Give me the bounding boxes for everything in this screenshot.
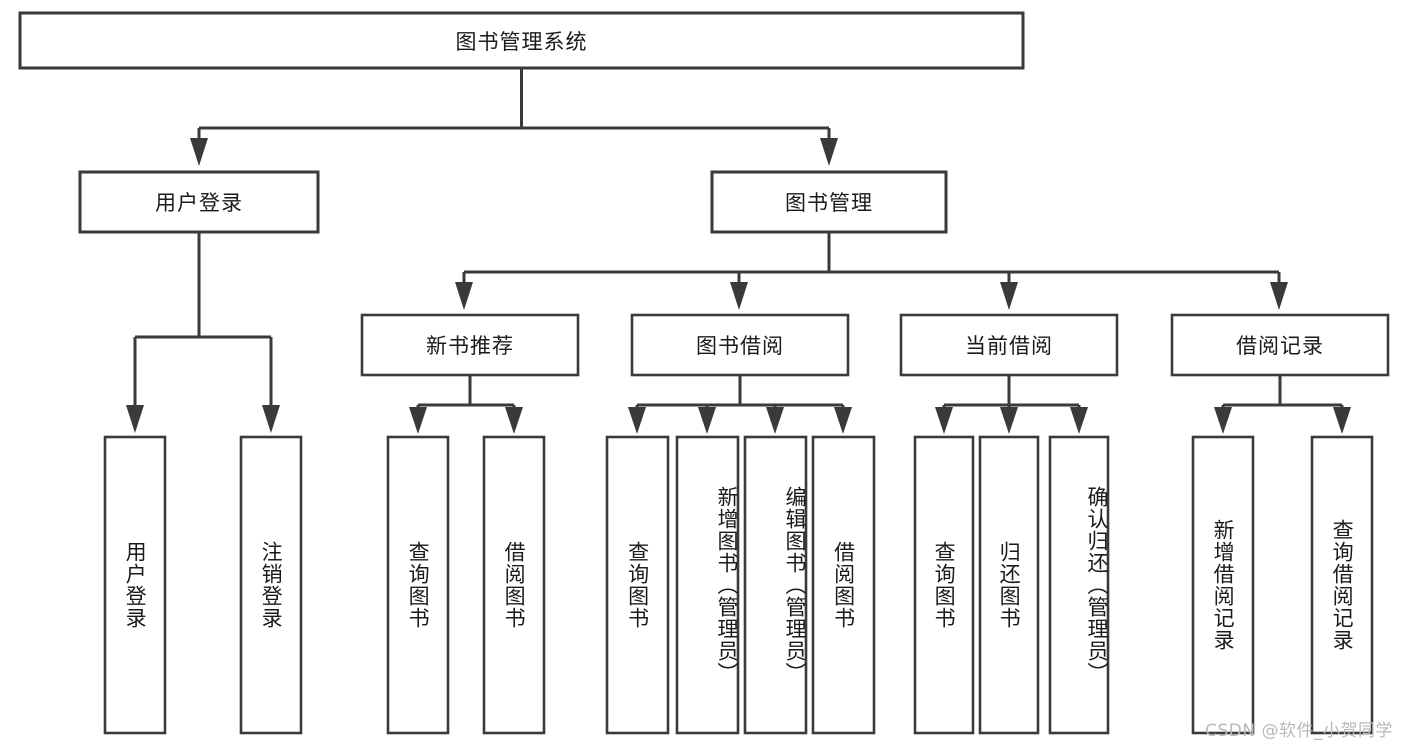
edge-group-book-borrow-to-leaves bbox=[628, 375, 852, 434]
arrowhead-leaf-borrow-book-rec bbox=[505, 407, 523, 434]
arrowhead-book-borrow bbox=[730, 282, 748, 310]
node-box-book-borrow[interactable] bbox=[630, 313, 850, 377]
node-box-leaf-borrow-book-rec[interactable] bbox=[482, 435, 546, 735]
edge-group-current-borrow-to-leaves bbox=[935, 375, 1088, 434]
node-box-leaf-edit-book[interactable] bbox=[743, 435, 808, 735]
edge-group-user-login-to-leaves bbox=[126, 232, 280, 433]
node-box-new-book-recommend[interactable] bbox=[360, 313, 580, 377]
node-box-leaf-add-record[interactable] bbox=[1191, 435, 1255, 735]
csdn-watermark: CSDN @软件_小贺同学 bbox=[1205, 721, 1393, 741]
arrowhead-leaf-query-book-cur bbox=[935, 407, 953, 434]
node-box-leaf-logout[interactable] bbox=[239, 435, 303, 735]
node-box-leaf-return-book[interactable] bbox=[978, 435, 1040, 735]
arrowhead-leaf-edit-book bbox=[766, 407, 784, 434]
node-box-leaf-confirm-return[interactable] bbox=[1048, 435, 1110, 735]
node-box-leaf-add-book[interactable] bbox=[675, 435, 740, 735]
node-box-current-borrow[interactable] bbox=[899, 313, 1119, 377]
node-box-leaf-borrow-book[interactable] bbox=[811, 435, 876, 735]
node-box-root[interactable] bbox=[18, 11, 1025, 70]
arrowhead-leaf-return-book bbox=[1000, 407, 1018, 434]
arrowhead-leaf-confirm-return bbox=[1070, 407, 1088, 434]
arrowhead-leaf-add-book bbox=[698, 407, 716, 434]
node-box-leaf-user-login[interactable] bbox=[103, 435, 167, 735]
node-box-leaf-query-book-borrow[interactable] bbox=[605, 435, 670, 735]
arrowhead-leaf-query-book-borrow bbox=[628, 407, 646, 434]
arrowhead-leaf-user-login bbox=[126, 405, 144, 433]
arrowhead-user-login bbox=[190, 138, 208, 166]
arrowhead-new-book-recommend bbox=[455, 282, 473, 310]
arrowhead-leaf-add-record bbox=[1214, 407, 1232, 434]
edge-group-root-to-level1 bbox=[190, 68, 838, 166]
arrowhead-leaf-query-record bbox=[1333, 407, 1351, 434]
node-box-leaf-query-book-cur[interactable] bbox=[913, 435, 975, 735]
node-box-leaf-query-book-rec[interactable] bbox=[386, 435, 450, 735]
node-box-leaf-query-record[interactable] bbox=[1310, 435, 1374, 735]
arrowhead-borrow-record bbox=[1270, 282, 1288, 310]
edge-group-borrow-record-to-leaves bbox=[1214, 375, 1351, 434]
arrowhead-current-borrow bbox=[1000, 282, 1018, 310]
arrowhead-leaf-query-book-rec bbox=[409, 407, 427, 434]
edge-group-new-book-recommend-to-leaves bbox=[409, 375, 523, 434]
edge-group-book-manage-to-level2 bbox=[455, 232, 1288, 310]
arrowhead-book-manage bbox=[820, 138, 838, 166]
arrowhead-leaf-borrow-book bbox=[834, 407, 852, 434]
node-box-borrow-record[interactable] bbox=[1170, 313, 1390, 377]
node-box-book-manage[interactable] bbox=[710, 170, 948, 234]
node-box-user-login[interactable] bbox=[78, 170, 320, 234]
arrowhead-leaf-logout bbox=[262, 405, 280, 433]
